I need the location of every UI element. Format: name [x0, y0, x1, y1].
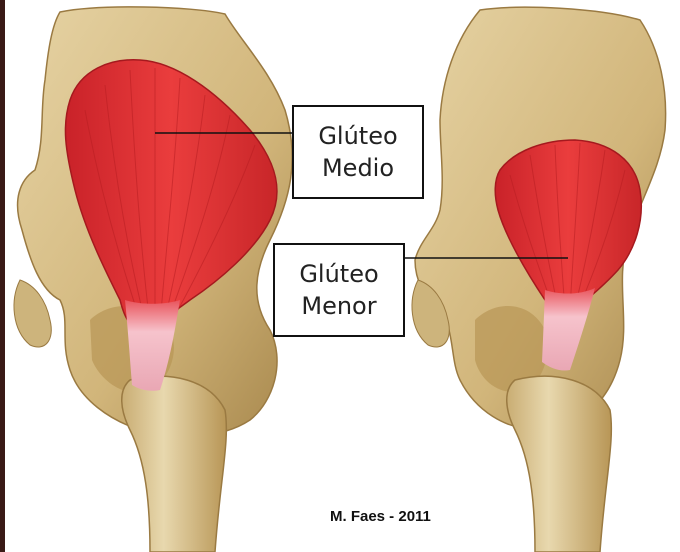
left-femur-bone — [122, 376, 227, 552]
gluteus-minimus-label-line1: Glúteo — [275, 258, 403, 290]
gluteus-medius-label: Glúteo Medio — [292, 105, 424, 199]
gluteus-medius-label-line1: Glúteo — [294, 120, 422, 152]
author-credit: M. Faes - 2011 — [330, 508, 431, 525]
right-femur-bone — [507, 376, 612, 552]
gluteus-medius-label-line2: Medio — [294, 152, 422, 184]
gluteus-minimus-label: Glúteo Menor — [273, 243, 405, 337]
gluteus-minimus-label-line2: Menor — [275, 290, 403, 322]
